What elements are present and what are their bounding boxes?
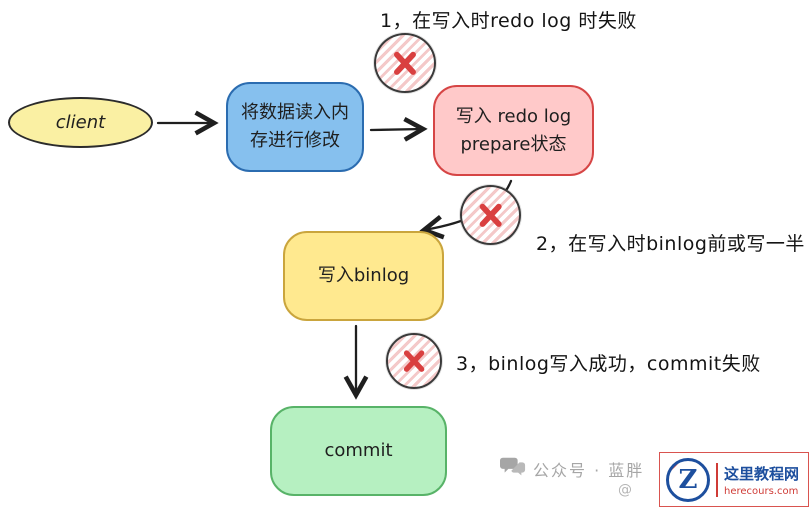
annotation-fail-commit: 3，binlog写入成功，commit失败 — [456, 353, 761, 375]
cross-glyph — [403, 350, 425, 372]
node-read-into-memory: 将数据读入内存进行修改 — [226, 82, 364, 172]
logo-letter: Z — [678, 464, 698, 495]
site-logo: Z 这里教程网 herecours.com — [659, 452, 809, 507]
watermark-text: 公众号 · 蓝胖 — [533, 461, 645, 480]
annotation-fail-binlog: 2，在写入时binlog前或写一半 — [536, 233, 805, 255]
error-cross-icon-3 — [386, 333, 442, 389]
node-write-binlog: 写入binlog — [283, 231, 444, 321]
error-cross-icon-2 — [460, 185, 521, 245]
node-client: client — [8, 97, 153, 148]
chat-bubbles-icon — [500, 457, 526, 476]
cross-glyph — [393, 51, 416, 75]
node-binlog-label: 写入binlog — [317, 265, 410, 287]
node-redo-label: 写入 redo log prepare状态 — [455, 105, 572, 155]
logo-corner-accent — [669, 460, 683, 475]
annotation-fail-redo: 1，在写入时redo log 时失败 — [380, 10, 637, 32]
site-logo-badge: Z — [666, 457, 710, 502]
watermark-handle: @ — [618, 482, 632, 498]
site-logo-title: 这里教程网 — [724, 464, 800, 483]
cross-glyph — [479, 203, 502, 227]
watermark: 公众号 · 蓝胖 @ — [500, 455, 645, 498]
node-client-label: client — [55, 111, 106, 133]
site-logo-domain: herecours.com — [724, 485, 799, 497]
error-cross-icon-1 — [374, 33, 436, 93]
edge-read-to-redo — [369, 116, 428, 142]
node-commit-label: commit — [324, 440, 393, 462]
site-logo-text: 这里教程网 herecours.com — [716, 462, 800, 497]
node-write-redo-log-prepare: 写入 redo log prepare状态 — [433, 85, 594, 176]
node-read-label: 将数据读入内存进行修改 — [241, 102, 349, 151]
node-commit: commit — [270, 406, 447, 496]
